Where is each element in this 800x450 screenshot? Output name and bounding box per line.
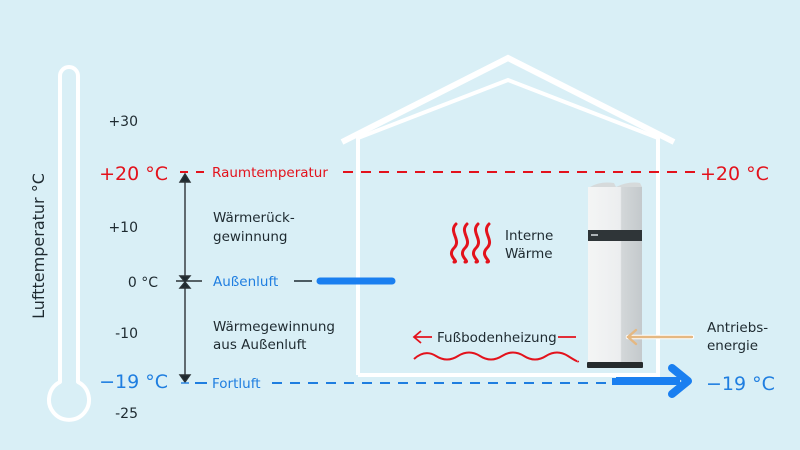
tick-plus30: +30 bbox=[108, 114, 138, 130]
drive-energy-arrow-icon bbox=[625, 328, 695, 346]
room-temp-left-label: +20 °C bbox=[99, 163, 168, 185]
exhaust-temp-right-label: −19 °C bbox=[706, 373, 775, 395]
exhaust-arrow-icon bbox=[668, 364, 692, 398]
tick-plus10: +10 bbox=[108, 220, 138, 236]
drive-energy-label: Antriebs- energie bbox=[707, 320, 772, 354]
outside-air-label: Außenluft bbox=[213, 274, 278, 290]
tick-minus25: -25 bbox=[115, 406, 138, 422]
room-temp-line-label: Raumtemperatur bbox=[212, 165, 328, 181]
tick-minus10: -10 bbox=[115, 326, 138, 342]
axis-title: Lufttemperatur °C bbox=[29, 173, 48, 319]
thermometer-icon bbox=[47, 65, 91, 422]
internal-heat-label: Interne Wärme bbox=[505, 228, 558, 262]
heat-recovery-label: Wärmerück- gewinnung bbox=[213, 210, 299, 245]
tick-zero: 0 °C bbox=[128, 275, 158, 291]
heat-from-outside-air-label: Wärmegewinnung aus Außenluft bbox=[213, 319, 339, 353]
internal-heat-icon bbox=[449, 222, 492, 264]
floor-heating-wave-icon bbox=[413, 351, 580, 363]
exhaust-air-pipe bbox=[612, 377, 680, 385]
house-outer-roof bbox=[340, 54, 676, 145]
floor-heating-arrow-icon bbox=[412, 330, 432, 344]
exhaust-line-label: Fortluft bbox=[212, 376, 261, 392]
room-temp-right-label: +20 °C bbox=[700, 163, 769, 185]
house-outline bbox=[356, 77, 660, 377]
heat-recovery-dimension bbox=[176, 172, 202, 384]
floor-heating-label: Fußbodenheizung bbox=[437, 330, 557, 346]
exhaust-temp-left-label: −19 °C bbox=[99, 371, 168, 393]
